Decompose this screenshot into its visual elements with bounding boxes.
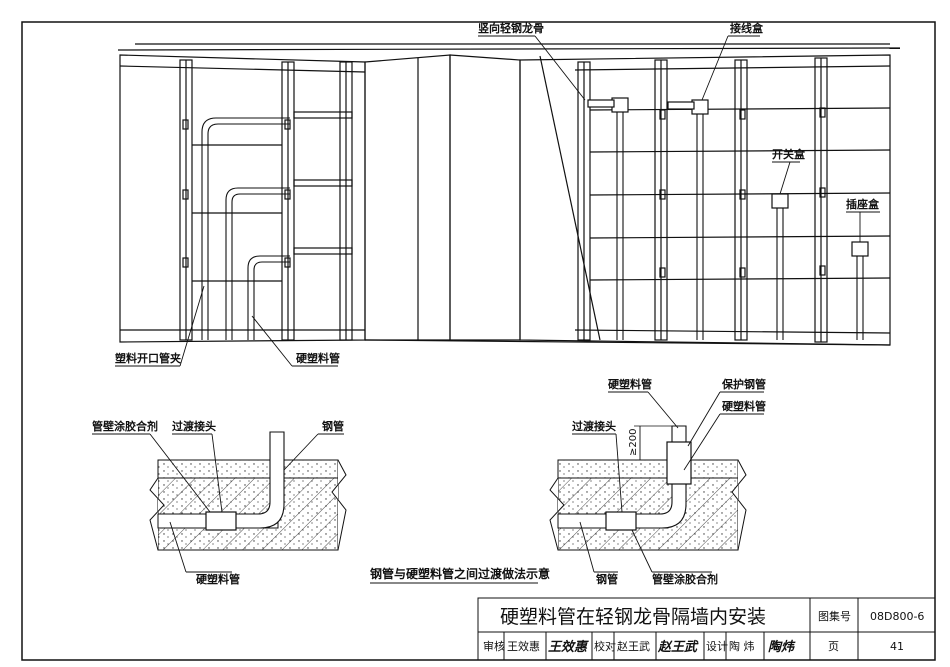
label-vertical-keel: 竖向轻钢龙骨	[478, 21, 544, 35]
label-steel-pipe-left: 钢管	[322, 419, 344, 433]
label-pipe-clamp: 塑料开口管夹	[115, 351, 181, 365]
drawing-title: 硬塑料管在轻钢龙骨隔墙内安装	[500, 606, 766, 628]
label-pvc-pipe-right-top: 硬塑料管	[608, 377, 652, 391]
label-socket-box: 插座盒	[846, 197, 880, 211]
label-protective-steel-pipe: 保护钢管	[721, 377, 766, 391]
right-section-detail	[549, 425, 747, 551]
review-label: 审核	[483, 639, 505, 653]
label-pvc-pipe-top: 硬塑料管	[296, 351, 340, 365]
left-wall-frame	[117, 43, 901, 343]
label-pvc-pipe-left: 硬塑料管	[196, 572, 240, 586]
right-section-leaders	[572, 391, 764, 573]
reviewer-name: 王效惠	[507, 639, 540, 653]
right-wall-boxes	[587, 97, 869, 257]
designer-signature: 陶炜	[768, 639, 796, 655]
reviewer-signature: 王效惠	[548, 639, 589, 655]
atlas-number-label: 图集号	[818, 609, 851, 623]
page-number: 41	[890, 640, 904, 653]
check-label: 校对	[594, 639, 616, 653]
label-junction-box: 接线盒	[730, 21, 764, 35]
left-section-detail	[149, 431, 347, 551]
label-transition-joint-left: 过渡接头	[172, 419, 216, 433]
page-label: 页	[828, 640, 839, 653]
label-pipe-glue-right: 管壁涂胶合剂	[652, 572, 718, 586]
label-switch-box: 开关盒	[772, 147, 806, 161]
label-transition-joint-right: 过渡接头	[572, 419, 616, 433]
checker-signature: 赵王武	[657, 639, 699, 655]
checker-name: 赵王武	[617, 639, 650, 653]
label-pvc-pipe-right: 硬塑料管	[722, 399, 766, 413]
leader-lines-upper	[115, 35, 880, 367]
left-section-leaders	[92, 433, 344, 573]
atlas-number: 08D800-6	[870, 610, 924, 623]
right-wall-pipes	[616, 112, 864, 340]
label-steel-pipe-right: 钢管	[596, 572, 618, 586]
socket-box	[851, 241, 869, 257]
dimension-200: ≥200	[628, 429, 639, 456]
left-wall-pipes	[201, 117, 290, 340]
design-label: 设计	[706, 640, 728, 653]
switch-box	[771, 193, 789, 209]
right-wall-frame	[519, 54, 891, 346]
title-block	[477, 597, 936, 661]
designer-name: 陶 炜	[729, 639, 755, 653]
figure-caption: 钢管与硬塑料管之间过渡做法示意	[370, 566, 550, 581]
label-pipe-glue-left: 管壁涂胶合剂	[92, 419, 158, 433]
